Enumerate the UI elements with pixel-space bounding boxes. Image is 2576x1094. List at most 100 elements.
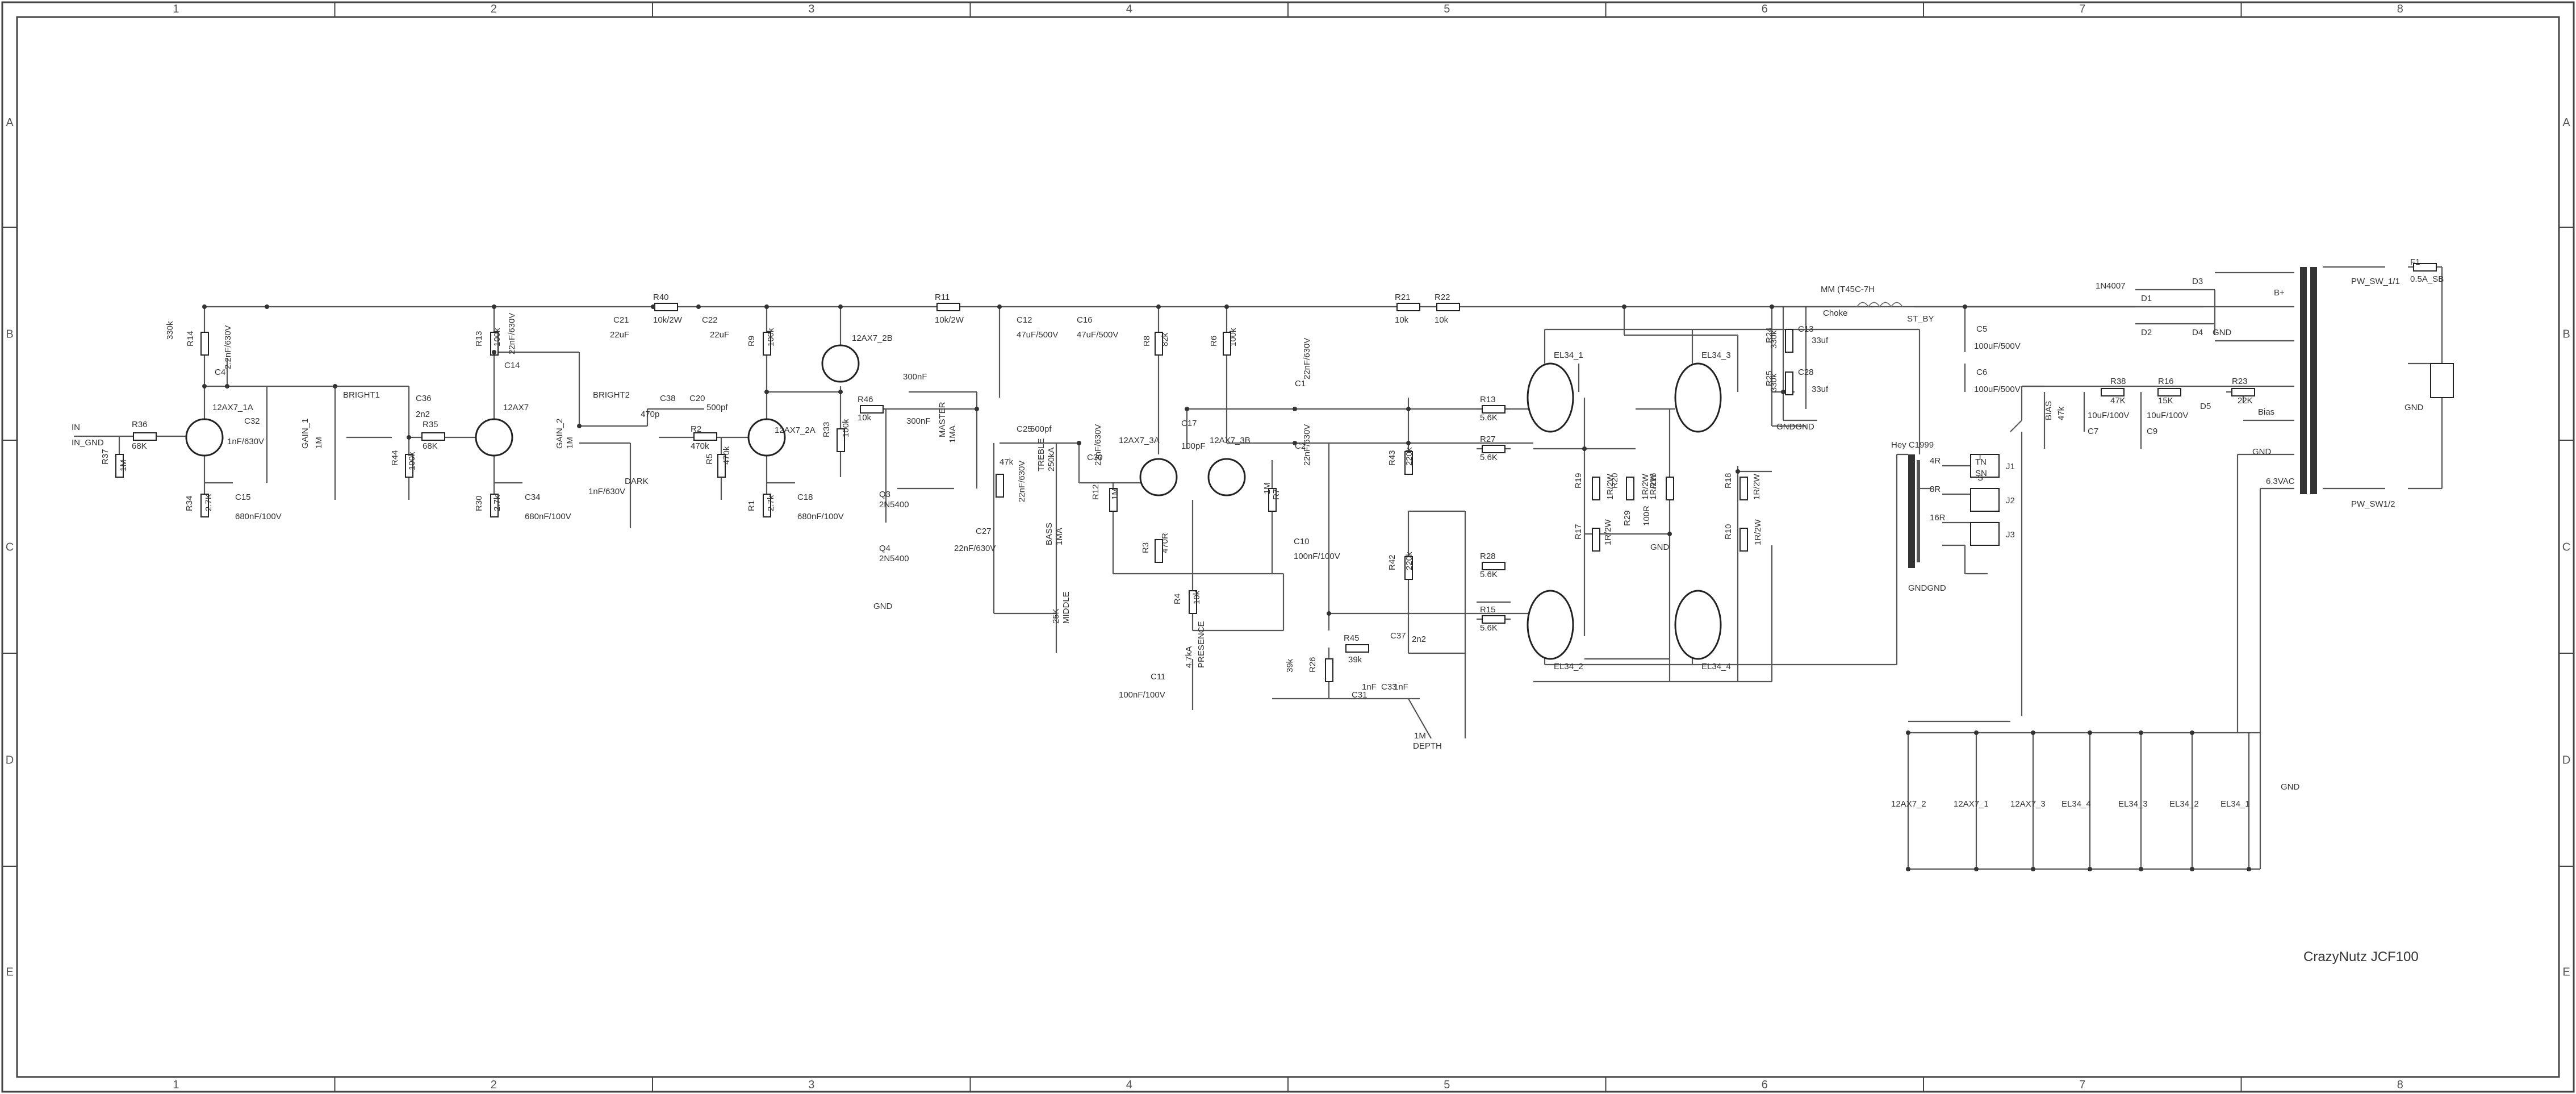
label-c28: C28 [1798,368,1814,377]
label-r27v: 5.6K [1480,453,1498,462]
label-v3b: 12AX7_3B [1210,436,1251,445]
label-r2v: 470k [691,441,709,451]
label-c15: C15 [235,492,251,502]
column-label: 2 [491,3,497,15]
label-d5: D5 [2200,402,2211,411]
label-choke: MM (T45C-7H [1821,285,1875,294]
row-label: B [6,328,13,341]
label-c25v: 500pf [1030,424,1052,434]
label-r8v: 82k [1160,332,1170,346]
label-c6: C6 [1976,368,1987,377]
label-c1v: 22nF/630V [1302,338,1312,379]
label-r44v: 100k [407,452,417,470]
label-c11v: 100nF/100V [1119,690,1165,700]
label-r3: R3 [1141,542,1151,553]
label-gain1: GAIN_1 [300,419,310,449]
label-r11: R11 [935,293,950,302]
label-v2a: 12AX7_2A [775,425,816,435]
label-r30v: 2.7k [492,495,502,511]
row-label: C [2562,541,2570,554]
label-c9v: 10uF/100V [2147,411,2188,420]
label-r7v: 1M [1262,482,1272,494]
label-pwsw1: PW_SW_1/1 [2351,277,2400,286]
label-f1: F1 [2410,257,2420,267]
label-r36v: 68K [132,441,147,451]
label-h-12ax7-1: 12AX7_1 [1954,799,1989,809]
label-c12: C12 [1017,315,1032,325]
label-c5v: 100uF/500V [1974,341,2021,351]
label-d1: D1 [2141,294,2152,303]
label-treblev: 250kA [1047,447,1056,471]
label-r20v: 1R/2W [1641,473,1650,500]
label-gnd-ot: GNDGND [1908,583,1946,593]
label-r18: R18 [1724,473,1733,488]
label-r44: R44 [390,450,400,466]
column-label: 1 [173,1079,179,1091]
column-label: 8 [2397,1079,2403,1091]
label-q3: Q3 [879,490,890,499]
label-bright2: BRIGHT2 [593,390,630,400]
row-label: D [2562,754,2570,767]
label-presence: PRESENCE [1197,621,1206,668]
label-r22: R22 [1435,293,1450,302]
label-masterv: 1MA [948,425,957,443]
label-in-label: IN [72,423,80,432]
label-ot-16r: 16R [1930,513,1946,523]
label-c9: C9 [2147,427,2157,436]
label-c36v: 2n2 [416,410,430,419]
label-in-gnd-label: IN_GND [72,438,104,448]
label-c4v: 2.2nF/630V [223,325,233,369]
label-pwsw2: PW_SW1/2 [2351,499,2395,509]
label-c14: C14 [504,361,520,370]
label-r13bv: 5.6K [1480,413,1498,423]
label-c21v: 22uF [610,330,629,340]
label-c18v: 680nF/100V [797,512,844,521]
label-h-12ax7-3: 12AX7_3 [2010,799,2046,809]
label-v2b: 12AX7_2B [852,333,893,343]
label-r18v: 1R/2W [1752,473,1762,500]
label-c10v: 100nF/100V [1294,552,1340,561]
label-c35v: 1nF/630V [588,487,625,496]
label-c10: C10 [1294,537,1310,546]
label-r12v: 1M [1110,488,1120,500]
label-d2: D2 [2141,328,2152,337]
label-bias-adj: BIAS [2044,401,2054,420]
label-q4: Q4 [879,544,890,553]
label-stby: ST_BY [1907,314,1934,324]
label-heater: 6.3VAC [2266,477,2295,486]
label-r5: R5 [705,454,714,465]
label-gain1v: 1M [314,437,324,449]
row-label: A [2562,116,2570,129]
label-r45v: 39k [1348,655,1362,665]
label-jack-s: S [1977,473,1983,483]
label-r47k: 47k [1000,457,1014,467]
label-c17v: 100pF [1181,441,1206,451]
label-r34: R34 [185,495,194,511]
row-label: E [6,966,13,979]
label-gnd-bias2: GND [2252,447,2272,457]
label-c4: C4 [215,368,225,377]
column-label: 2 [491,1079,497,1091]
column-label: 6 [1762,1079,1768,1091]
label-gain2: GAIN_2 [555,419,564,449]
column-label: 8 [2397,3,2403,15]
label-r45: R45 [1344,633,1360,643]
label-r37: R37 [101,449,110,465]
label-r1v: 2.7k [766,495,776,511]
label-c32v: 1nF/630V [227,437,264,446]
label-r2: R2 [691,424,701,434]
label-c18: C18 [797,492,813,502]
label-r30: R30 [474,495,484,511]
label-c20v: 500pf [706,403,728,412]
label-c33: C33 [1381,682,1397,692]
label-d-1n4007: 1N4007 [2096,281,2126,291]
label-r46v: 10k [858,413,872,423]
label-r15: R15 [1480,605,1496,615]
label-bplus: B+ [2274,288,2285,298]
resistors [115,263,2437,682]
label-c22v: 22uF [710,330,729,340]
label-v1a: 12AX7_1A [212,403,253,412]
label-r34v: 2.7K [204,494,214,511]
